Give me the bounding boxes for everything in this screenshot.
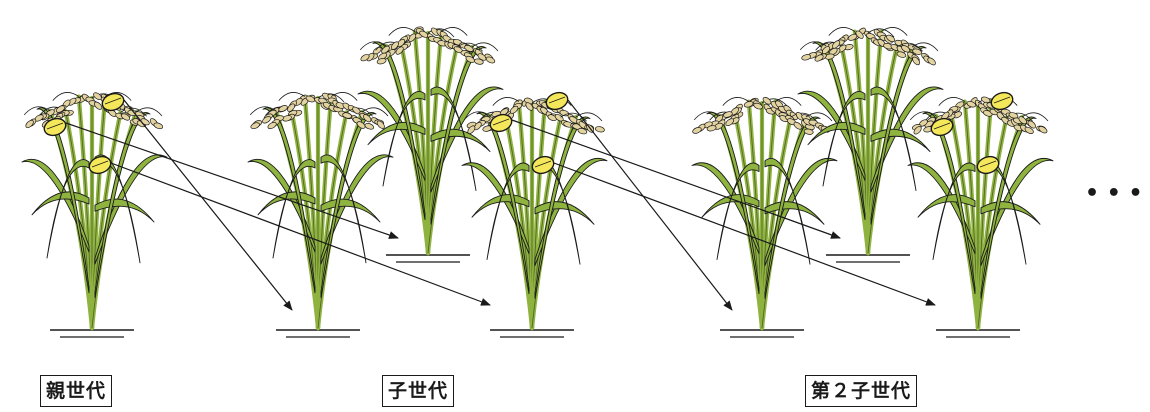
- plant-first-gen-2: [358, 26, 503, 262]
- plant-second-gen-3: [908, 96, 1053, 337]
- plant-first-gen-1: [248, 92, 393, 337]
- continuation-ellipsis: • • •: [1085, 181, 1143, 206]
- rice-plants: [22, 26, 1053, 337]
- plant-first-gen-3: [462, 97, 607, 337]
- seed-first-b: [544, 90, 570, 113]
- arrow-first-to-second-1: [568, 100, 732, 310]
- label-parent-generation: 親世代: [40, 375, 112, 407]
- plant-second-gen-2: [798, 27, 943, 262]
- label-first-generation: 子世代: [382, 375, 454, 407]
- arrow-first-to-second-2: [512, 120, 840, 238]
- label-second-generation: 第２子世代: [805, 375, 917, 407]
- plant-second-gen-1: [692, 96, 837, 337]
